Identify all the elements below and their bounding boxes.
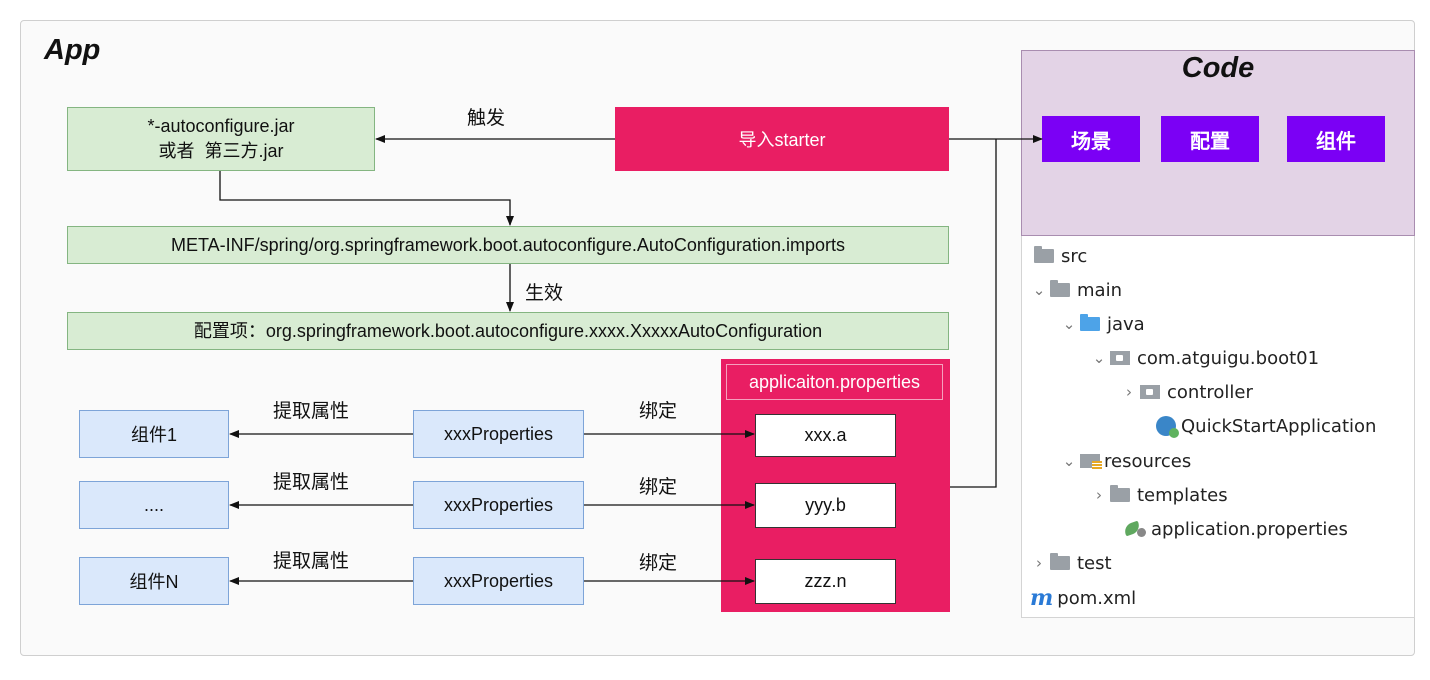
folder-icon (1050, 553, 1070, 570)
component-box: 组件1 (79, 410, 229, 458)
component-label: 组件1 (130, 425, 177, 445)
properties-title-label: applicaiton.properties (748, 371, 921, 392)
properties-file-icon (1124, 521, 1146, 537)
tree-label: controller (1167, 381, 1253, 403)
property-key-box: zzz.n (755, 559, 896, 604)
effective-label: 生效 (525, 283, 564, 304)
import-starter-label: 导入starter (738, 130, 826, 150)
component-label: .... (143, 494, 164, 515)
properties-class-label: xxxProperties (443, 494, 554, 515)
source-folder-icon (1080, 314, 1100, 331)
tree-label: com.atguigu.boot01 (1137, 347, 1320, 369)
component-box: 组件N (79, 557, 229, 605)
config-button: 配置 (1161, 116, 1259, 162)
chevron-down-icon[interactable]: ⌄ (1092, 349, 1106, 367)
chevron-down-icon[interactable]: ⌄ (1062, 452, 1076, 470)
component-label: 组件 (1316, 130, 1356, 153)
config-label: 配置 (1190, 130, 1230, 153)
bind-label: 绑定 (639, 553, 678, 574)
tree-label: templates (1137, 484, 1228, 506)
app-title: App (44, 34, 101, 66)
properties-class-label: xxxProperties (443, 423, 554, 444)
tree-label: pom.xml (1057, 587, 1137, 609)
tree-label: main (1077, 279, 1122, 301)
scene-label: 场景 (1071, 130, 1111, 153)
properties-to-code-line (950, 139, 997, 488)
property-key: yyy.b (805, 495, 846, 515)
tree-item-templates[interactable]: › templates (1088, 482, 1228, 508)
tree-item-src[interactable]: src (1034, 243, 1087, 269)
properties-class-box: xxxProperties (413, 557, 584, 605)
maven-icon: m (1030, 585, 1054, 611)
extract-label: 提取属性 (273, 551, 350, 572)
folder-icon (1034, 246, 1054, 263)
properties-title: applicaiton.properties (726, 364, 943, 400)
property-key: zzz.n (804, 571, 847, 591)
config-item-box: 配置项：org.springframework.boot.autoconfigu… (67, 312, 949, 350)
chevron-right-icon[interactable]: › (1096, 486, 1102, 504)
component-button: 组件 (1287, 116, 1385, 162)
third-party-jar-label: 或者 第三方.jar (158, 141, 284, 161)
chevron-down-icon[interactable]: ⌄ (1032, 281, 1046, 299)
tree-item-app-class[interactable]: QuickStartApplication (1156, 413, 1376, 439)
bind-label: 绑定 (639, 401, 678, 422)
tree-label: src (1061, 245, 1088, 267)
tree-item-java[interactable]: ⌄ java (1058, 311, 1145, 337)
component-label: 组件N (129, 572, 179, 592)
chevron-right-icon[interactable]: › (1036, 554, 1042, 572)
tree-label: resources (1104, 450, 1192, 472)
tree-item-test[interactable]: › test (1028, 550, 1112, 576)
property-key-box: xxx.a (755, 414, 896, 457)
extract-label: 提取属性 (273, 472, 350, 493)
folder-icon (1050, 280, 1070, 297)
imports-file-label: META-INF/spring/org.springframework.boot… (171, 234, 845, 255)
resources-folder-icon (1080, 454, 1102, 470)
properties-class-box: xxxProperties (413, 410, 584, 458)
trigger-label: 触发 (467, 108, 506, 129)
config-item-label: 配置项：org.springframework.boot.autoconfigu… (193, 320, 823, 341)
property-key-box: yyy.b (755, 483, 896, 528)
tree-item-controller[interactable]: › controller (1118, 379, 1253, 405)
import-starter-box: 导入starter (615, 107, 949, 171)
tree-item-main[interactable]: ⌄ main (1028, 277, 1122, 303)
bind-label: 绑定 (639, 477, 678, 498)
folder-icon (1110, 485, 1130, 502)
spring-boot-app-icon (1156, 416, 1179, 438)
tree-item-package[interactable]: ⌄ com.atguigu.boot01 (1088, 345, 1319, 371)
tree-item-pom[interactable]: m pom.xml (1030, 585, 1136, 611)
package-icon (1140, 385, 1160, 399)
properties-class-box: xxxProperties (413, 481, 584, 529)
tree-label: test (1077, 552, 1112, 574)
autoconfigure-jar-box: *-autoconfigure.jar 或者 第三方.jar (67, 107, 375, 171)
tree-label: QuickStartApplication (1181, 415, 1377, 437)
property-key: xxx.a (804, 425, 847, 445)
package-icon (1110, 351, 1130, 365)
tree-label: application.properties (1151, 518, 1348, 540)
component-box: .... (79, 481, 229, 529)
scene-button: 场景 (1042, 116, 1140, 162)
code-title: Code (1181, 52, 1255, 84)
tree-item-resources[interactable]: ⌄ resources (1058, 448, 1192, 474)
tree-label: java (1107, 313, 1145, 335)
properties-class-label: xxxProperties (443, 570, 554, 591)
jar-to-imports-arrow (219, 171, 514, 226)
tree-item-app-properties[interactable]: application.properties (1124, 516, 1348, 542)
imports-file-box: META-INF/spring/org.springframework.boot… (67, 226, 949, 264)
chevron-down-icon[interactable]: ⌄ (1062, 315, 1076, 333)
project-tree (1021, 236, 1415, 618)
extract-label: 提取属性 (273, 401, 350, 422)
autoconfigure-jar-label: *-autoconfigure.jar (147, 116, 295, 136)
chevron-right-icon[interactable]: › (1126, 383, 1132, 401)
